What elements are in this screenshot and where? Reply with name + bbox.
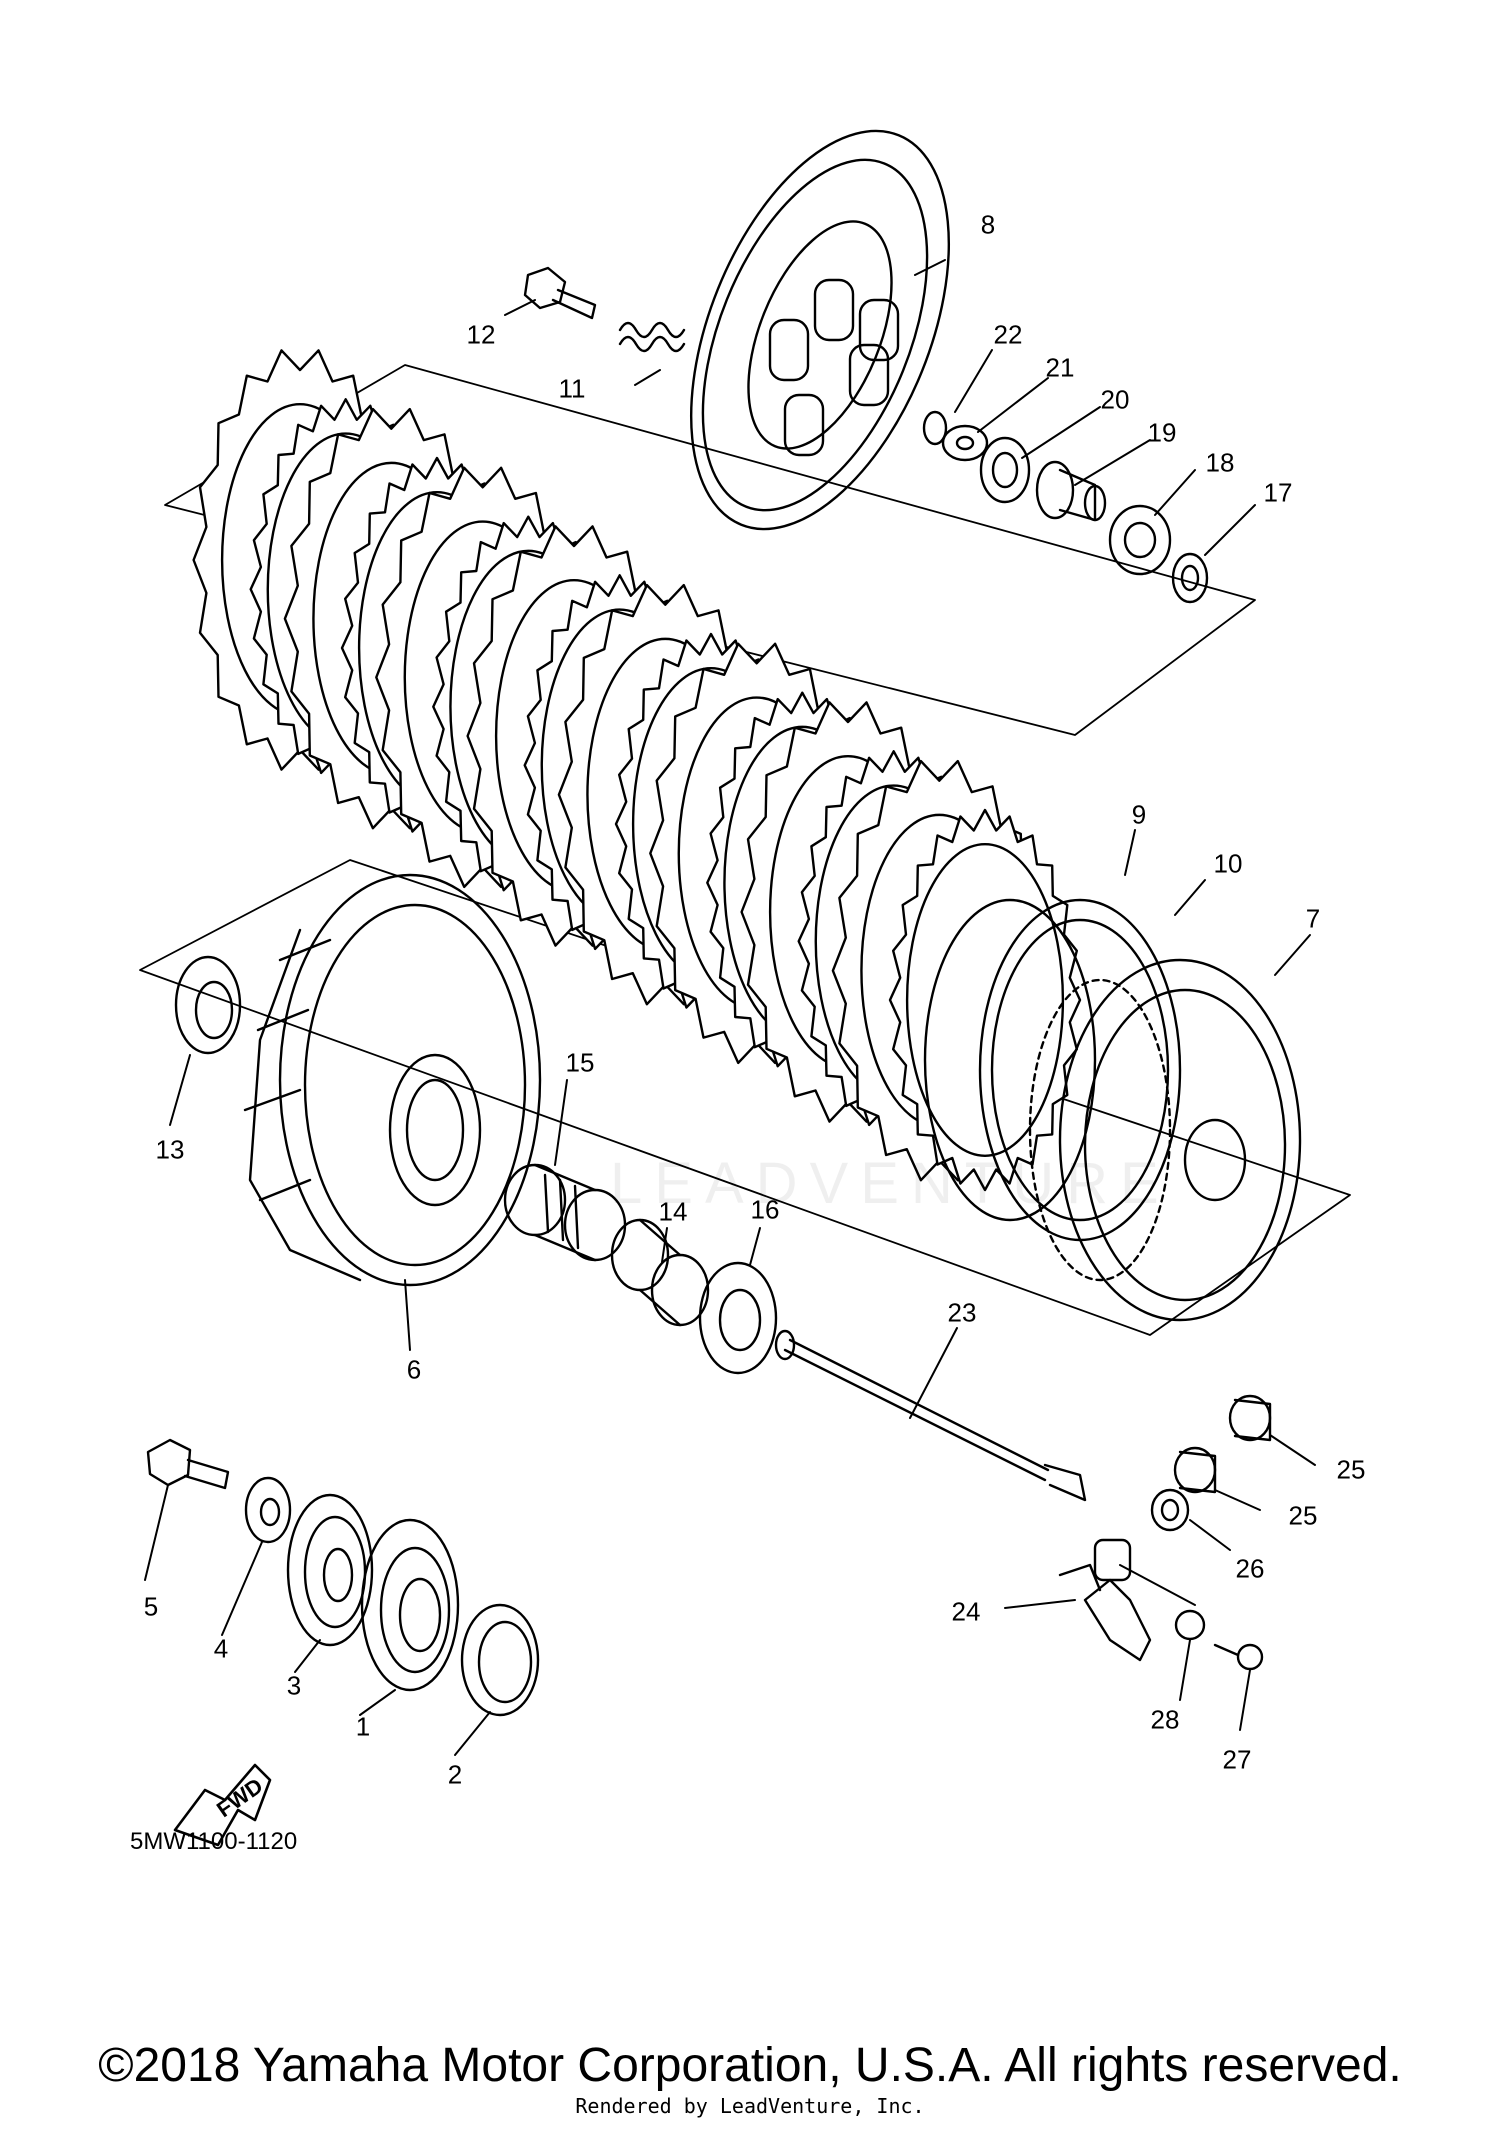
friction-plate-10[interactable] xyxy=(978,898,1182,1242)
callout-21[interactable]: 21 xyxy=(1045,352,1075,383)
fwd-arrow-icon xyxy=(173,1763,272,1847)
callout-25-lower[interactable]: 25 xyxy=(1288,1500,1318,1531)
callout-15[interactable]: 15 xyxy=(565,1047,595,1078)
hub-group-outline xyxy=(139,859,1351,1336)
callout-17[interactable]: 17 xyxy=(1263,477,1293,508)
callout-19[interactable]: 19 xyxy=(1147,417,1177,448)
nut-18[interactable] xyxy=(1108,504,1172,576)
callout-28[interactable]: 28 xyxy=(1150,1704,1180,1735)
pressure-plate-bolt[interactable] xyxy=(523,266,597,320)
callout-25-upper[interactable]: 25 xyxy=(1336,1454,1366,1485)
callout-23[interactable]: 23 xyxy=(947,1297,977,1328)
callout-4[interactable]: 4 xyxy=(213,1633,229,1664)
friction-plate-16[interactable] xyxy=(888,808,1082,1192)
clutch-plate-stack xyxy=(192,349,1082,1192)
lock-washer-17[interactable] xyxy=(1171,552,1209,604)
rendered-by-notice: Rendered by LeadVenture, Inc. xyxy=(575,2094,925,2118)
leader-lines xyxy=(144,259,1316,1756)
callout-18[interactable]: 18 xyxy=(1205,447,1235,478)
callout-20[interactable]: 20 xyxy=(1100,384,1130,415)
callout-16[interactable]: 16 xyxy=(750,1194,780,1225)
push-rod-23[interactable] xyxy=(774,1329,1087,1502)
bearing-2[interactable] xyxy=(460,1603,540,1717)
callout-26[interactable]: 26 xyxy=(1235,1553,1265,1584)
oil-seal-26[interactable] xyxy=(1150,1488,1190,1532)
callout-12[interactable]: 12 xyxy=(466,319,496,350)
bearing-25-lower[interactable] xyxy=(1173,1446,1217,1494)
callout-24[interactable]: 24 xyxy=(951,1596,981,1627)
callout-3[interactable]: 3 xyxy=(286,1670,302,1701)
bolt-27[interactable] xyxy=(1213,1643,1264,1671)
thrust-washer-16[interactable] xyxy=(698,1261,778,1375)
gear-3[interactable] xyxy=(286,1493,374,1647)
washer-4[interactable] xyxy=(244,1476,292,1544)
callout-13[interactable]: 13 xyxy=(155,1134,185,1165)
callout-9[interactable]: 9 xyxy=(1131,799,1147,830)
clutch-housing[interactable] xyxy=(243,873,542,1287)
callout-5[interactable]: 5 xyxy=(143,1591,159,1622)
collar-14[interactable] xyxy=(610,1218,710,1327)
callout-6[interactable]: 6 xyxy=(406,1354,422,1385)
bearing-25-upper[interactable] xyxy=(1228,1394,1272,1442)
pressure-plate[interactable] xyxy=(639,94,1000,566)
gear-1[interactable] xyxy=(360,1518,460,1692)
washer-21[interactable] xyxy=(941,424,989,462)
bearing-20[interactable] xyxy=(979,436,1031,504)
clutch-spring[interactable] xyxy=(618,321,686,353)
callout-1[interactable]: 1 xyxy=(355,1711,371,1742)
callout-11[interactable]: 11 xyxy=(558,373,586,404)
callout-10[interactable]: 10 xyxy=(1213,848,1243,879)
circlip-22[interactable] xyxy=(922,410,948,446)
diagram-code: 5MW1100-1120 xyxy=(130,1828,298,1855)
callout-8[interactable]: 8 xyxy=(980,209,996,240)
watermark: LEADVENTURE xyxy=(610,1151,1171,1216)
copyright-notice: ©2018 Yamaha Motor Corporation, U.S.A. A… xyxy=(98,2039,1402,2092)
cushion-spring-9[interactable] xyxy=(923,898,1097,1222)
callout-7[interactable]: 7 xyxy=(1305,903,1321,934)
callout-14[interactable]: 14 xyxy=(658,1196,688,1227)
push-rod-19[interactable] xyxy=(1035,460,1107,522)
push-lever-shaft[interactable] xyxy=(1058,1538,1152,1662)
callout-22[interactable]: 22 xyxy=(993,319,1023,350)
washer-28[interactable] xyxy=(1174,1609,1206,1641)
clutch-boss[interactable] xyxy=(1028,958,1302,1322)
callout-27[interactable]: 27 xyxy=(1222,1744,1252,1775)
spring-washer-13[interactable] xyxy=(174,955,242,1055)
callout-2[interactable]: 2 xyxy=(447,1759,463,1790)
plate-inner-ring-16 xyxy=(905,843,1065,1158)
bolt-5[interactable] xyxy=(146,1438,230,1490)
